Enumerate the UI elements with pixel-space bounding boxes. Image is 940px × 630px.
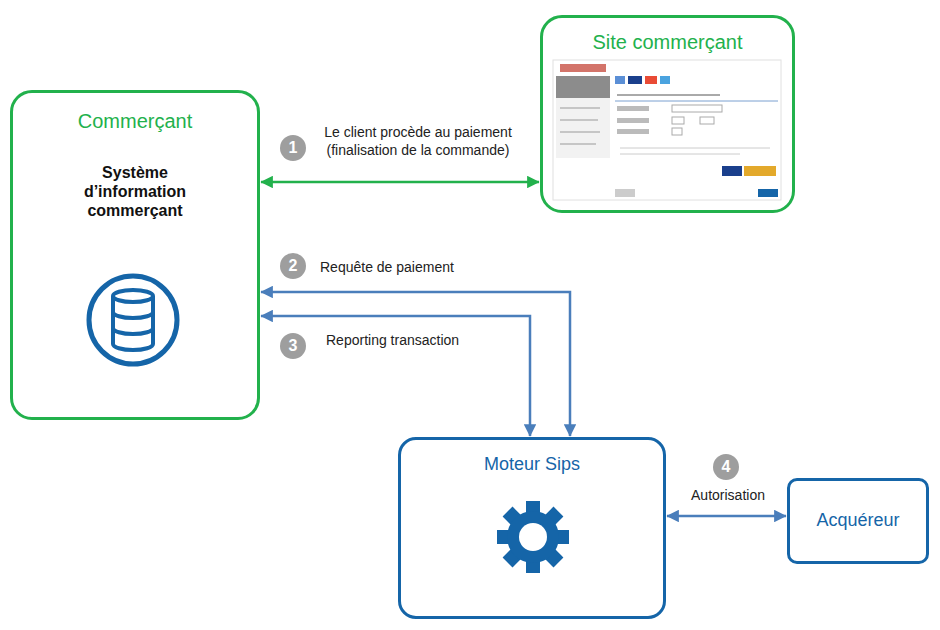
database-icon: [89, 276, 177, 364]
connector-arrow: [261, 292, 570, 436]
acquirer-box: Acquéreur: [787, 478, 929, 564]
box-title: Moteur Sips: [484, 454, 580, 476]
edge-label: Requête de paiement: [320, 259, 510, 277]
website-box: Site commerçant: [540, 15, 795, 213]
box-body: Système d’information commerçant: [50, 163, 220, 221]
connector-arrow: [261, 181, 539, 184]
box-title: Site commerçant: [592, 30, 742, 54]
callout-number: 3: [280, 333, 306, 359]
box-title: Acquéreur: [816, 510, 899, 532]
callout-number: 2: [280, 253, 306, 279]
engine-box: Moteur Sips: [398, 437, 666, 619]
callout-number: 1: [280, 135, 306, 161]
system-box: CommerçantSystème d’information commerça…: [10, 90, 260, 420]
connector-arrow: [667, 515, 786, 518]
callout-number: 4: [713, 454, 739, 480]
website-screenshot: [553, 60, 781, 200]
edge-label: Le client procède au paiement (finalisat…: [318, 124, 518, 159]
box-title: Commerçant: [78, 109, 192, 133]
gear-icon: [497, 501, 569, 573]
edge-label: Autorisation: [676, 487, 780, 505]
connector-arrow: [261, 316, 530, 436]
edge-label: Reporting transaction: [326, 332, 516, 350]
